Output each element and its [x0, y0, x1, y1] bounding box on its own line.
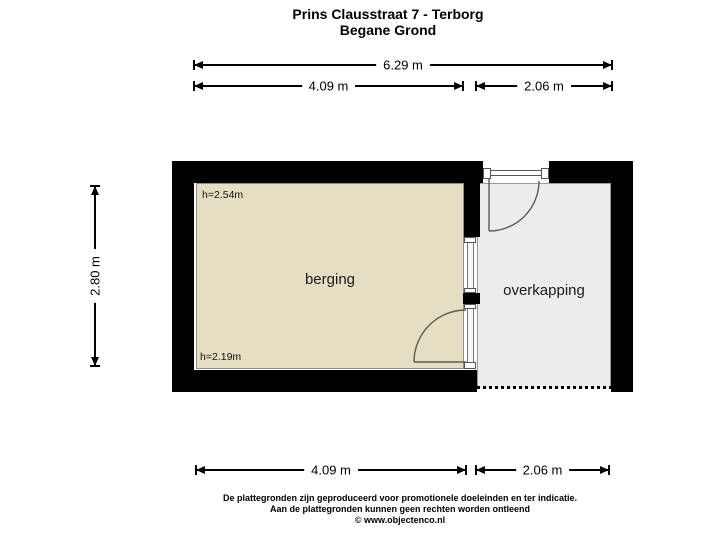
door-threshold-line	[491, 175, 541, 176]
arrow-right-icon	[603, 61, 612, 69]
wall-top-left-segment	[172, 161, 483, 183]
website-credit: © www.objectenco.nl	[354, 515, 446, 525]
wall-bottom	[172, 370, 477, 392]
dimension-top-total: 6.29 m	[193, 56, 613, 74]
disclaimer-line1: De plattegronden zijn geproduceerd voor …	[222, 493, 578, 503]
arrow-down-icon	[91, 357, 99, 366]
ceiling-height-label-top: h=2.54m	[202, 189, 244, 201]
dimension-label: 2.80 m	[86, 249, 104, 303]
room-label-berging: berging	[304, 271, 356, 288]
divider-wall-segment	[464, 183, 480, 237]
disclaimer: De plattegronden zijn geproduceerd voor …	[100, 493, 700, 526]
dimension-label: 6.29 m	[376, 56, 430, 74]
dimension-endcap	[462, 81, 464, 91]
arrow-right-icon	[454, 82, 463, 90]
dimension-endcap	[465, 465, 467, 475]
arrow-left-icon	[194, 82, 203, 90]
dimension-endcap	[611, 81, 613, 91]
dimension-endcap	[611, 60, 613, 70]
divider-jamb	[464, 362, 476, 369]
arrow-left-icon	[196, 466, 205, 474]
arrow-right-icon	[457, 466, 466, 474]
dimension-endcap	[90, 365, 100, 367]
dimension-label: 4.09 m	[301, 77, 356, 95]
title-floor: Begane Grond	[339, 22, 437, 38]
dimension-label: 4.09 m	[304, 461, 358, 479]
arrow-up-icon	[91, 186, 99, 195]
dimension-top-right: 2.06 m	[475, 77, 613, 95]
wall-right	[611, 161, 633, 392]
room-label-overkapping: overkapping	[503, 282, 585, 299]
arrow-right-icon	[603, 82, 612, 90]
dimension-bottom-left: 4.09 m	[195, 461, 467, 479]
divider-jamb	[464, 288, 476, 293]
divider-glass-panel	[467, 309, 474, 362]
ceiling-height-label-bottom: h=2.19m	[200, 351, 242, 363]
dimension-bottom-right: 2.06 m	[475, 461, 610, 479]
divider-jamb	[464, 237, 476, 243]
arrow-left-icon	[476, 466, 485, 474]
dimension-endcap	[608, 465, 610, 475]
arrow-right-icon	[600, 466, 609, 474]
page-title: Prins Clausstraat 7 - Terborg Begane Gro…	[188, 6, 588, 38]
divider-jamb	[464, 304, 476, 309]
door-jamb	[541, 168, 549, 179]
arrow-left-icon	[194, 61, 203, 69]
divider-wall-block	[463, 293, 480, 304]
door-threshold-line	[491, 170, 541, 171]
wall-left	[172, 161, 194, 392]
door-jamb	[483, 168, 491, 179]
title-address: Prins Clausstraat 7 - Terborg	[292, 6, 484, 22]
dimension-left-side: 2.80 m	[86, 185, 104, 367]
divider-glass-panel	[467, 243, 474, 288]
dimension-label: 2.06 m	[515, 461, 570, 479]
overkapping-open-edge	[477, 386, 611, 389]
disclaimer-line2: Aan de plattegronden kunnen geen rechten…	[269, 504, 531, 514]
dimension-top-left: 4.09 m	[193, 77, 464, 95]
arrow-left-icon	[476, 82, 485, 90]
dimension-label: 2.06 m	[517, 77, 571, 95]
